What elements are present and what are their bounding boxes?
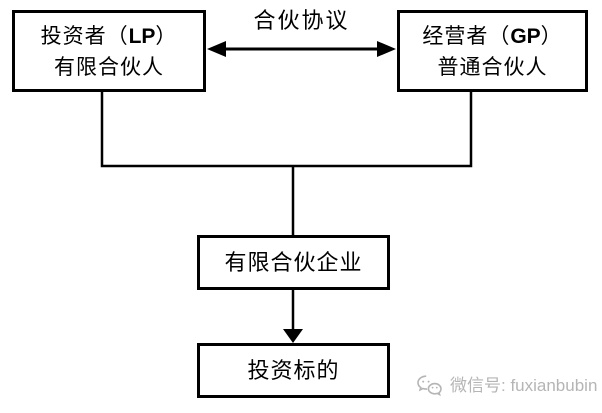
node-investment-target: 投资标的 bbox=[197, 343, 390, 398]
node-investor-lp-suffix: ） bbox=[155, 23, 178, 48]
node-limited-partnership-firm: 有限合伙企业 bbox=[197, 235, 390, 290]
edge-label-partnership-agreement: 合伙协议 bbox=[253, 8, 350, 33]
watermark-text: 微信号: fuxianbubin bbox=[450, 376, 598, 395]
node-investor-lp-prefix: 投资者（ bbox=[40, 23, 129, 48]
node-operator-gp-suffix: ） bbox=[540, 23, 563, 48]
node-investment-target-label: 投资标的 bbox=[247, 357, 340, 383]
lp-gp-join-lines bbox=[100, 92, 473, 235]
partnership-agreement-arrow bbox=[207, 41, 396, 57]
node-investor-lp: 投资者（LP） 有限合伙人 bbox=[12, 10, 206, 92]
node-operator-gp-prefix: 经营者（ bbox=[422, 23, 511, 48]
node-limited-partnership-firm-label: 有限合伙企业 bbox=[224, 249, 363, 275]
node-operator-gp-line1: 经营者（GP） bbox=[422, 21, 562, 52]
node-operator-gp-line2: 普通合伙人 bbox=[437, 54, 548, 79]
node-operator-gp-code: GP bbox=[510, 24, 541, 48]
node-operator-gp: 经营者（GP） 普通合伙人 bbox=[397, 10, 588, 92]
node-investor-lp-line1: 投资者（LP） bbox=[41, 21, 178, 52]
node-investor-lp-line2: 有限合伙人 bbox=[54, 54, 164, 79]
wechat-icon bbox=[417, 375, 442, 397]
firm-to-target-arrow bbox=[283, 290, 303, 343]
watermark: 微信号: fuxianbubin bbox=[416, 374, 597, 398]
node-investor-lp-code: LP bbox=[128, 24, 156, 48]
